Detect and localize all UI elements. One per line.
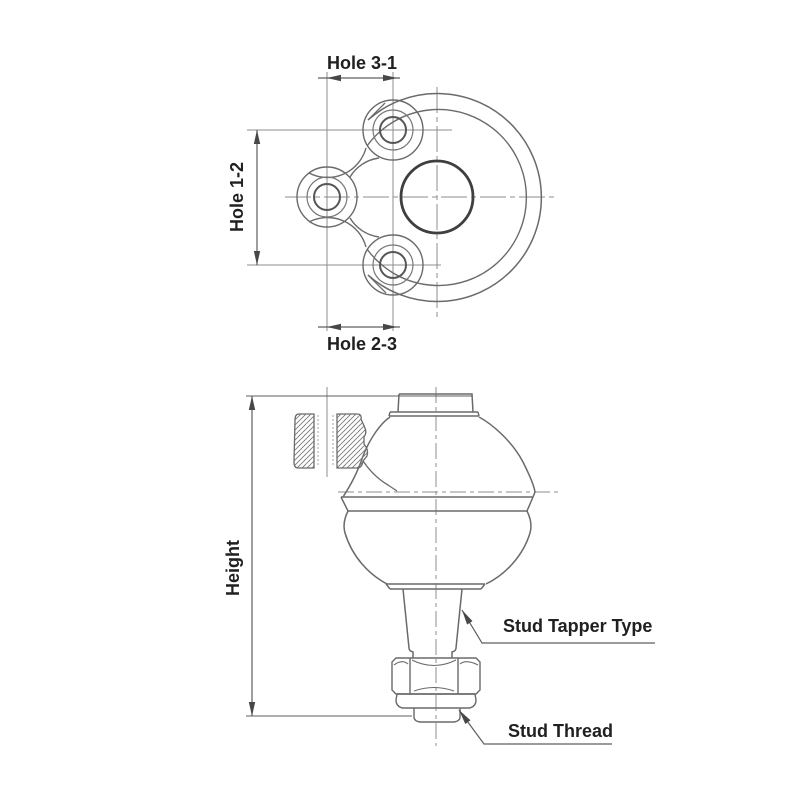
arrowhead: [253, 251, 261, 265]
top-view-centerlines: [247, 72, 558, 331]
arrowhead: [459, 710, 471, 724]
hex-nut: [391, 657, 481, 695]
dim-label-hole-3-1: Hole 3-1: [327, 53, 397, 73]
dim-label-height: Height: [223, 540, 243, 596]
stud-washer: [395, 693, 477, 709]
arrowhead: [327, 323, 341, 331]
mounting-lug-section: [293, 413, 369, 469]
arrowhead: [253, 130, 261, 144]
side-view-centerlines: [326, 387, 558, 746]
label-stud-thread: Stud Thread: [508, 721, 613, 741]
top-view: Hole 3-1 Hole 1-2 Hole 2-3: [227, 53, 558, 354]
housing-dome: [342, 416, 536, 498]
dust-boot: [343, 510, 532, 590]
lug-hatched-left: [293, 413, 315, 469]
side-view: Height Stud Tapper Type Stud Thread: [223, 387, 655, 746]
dim-label-hole-2-3: Hole 2-3: [327, 334, 397, 354]
web-fillet: [349, 157, 380, 178]
web-fillet: [308, 147, 367, 179]
web-fillet: [349, 217, 380, 238]
dimension-height: Height: [223, 395, 472, 717]
label-stud-tapper-type: Stud Tapper Type: [503, 616, 652, 636]
arrowhead: [327, 74, 341, 82]
tapered-stud: [402, 588, 463, 658]
bolt-hole-bottom: [362, 234, 424, 296]
dimension-hole-3-1: Hole 3-1: [318, 53, 400, 82]
housing-top-cap: [388, 393, 480, 417]
dim-label-hole-1-2: Hole 1-2: [227, 162, 247, 232]
flange-outer-arc: [367, 92, 543, 303]
arrowhead: [383, 323, 397, 331]
bolt-hole-top: [362, 99, 424, 161]
arrowhead: [383, 74, 397, 82]
lug-hatched-right: [336, 413, 369, 469]
central-bore: [399, 159, 475, 235]
bolt-hole-left: [296, 166, 358, 228]
flange-outline: [308, 92, 543, 303]
callout-stud-tapper-type: Stud Tapper Type: [461, 609, 655, 644]
housing-flange: [340, 496, 534, 512]
web-fillet: [308, 216, 367, 248]
arrowhead: [248, 396, 256, 410]
arrowhead: [248, 702, 256, 716]
arrowhead: [462, 610, 473, 625]
dimension-hole-2-3: Hole 2-3: [318, 323, 400, 354]
stud-thread-end: [413, 708, 461, 723]
callout-stud-thread: Stud Thread: [458, 709, 613, 745]
dimension-hole-1-2: Hole 1-2: [227, 130, 261, 265]
flange-inner-rim-arc: [366, 108, 527, 287]
